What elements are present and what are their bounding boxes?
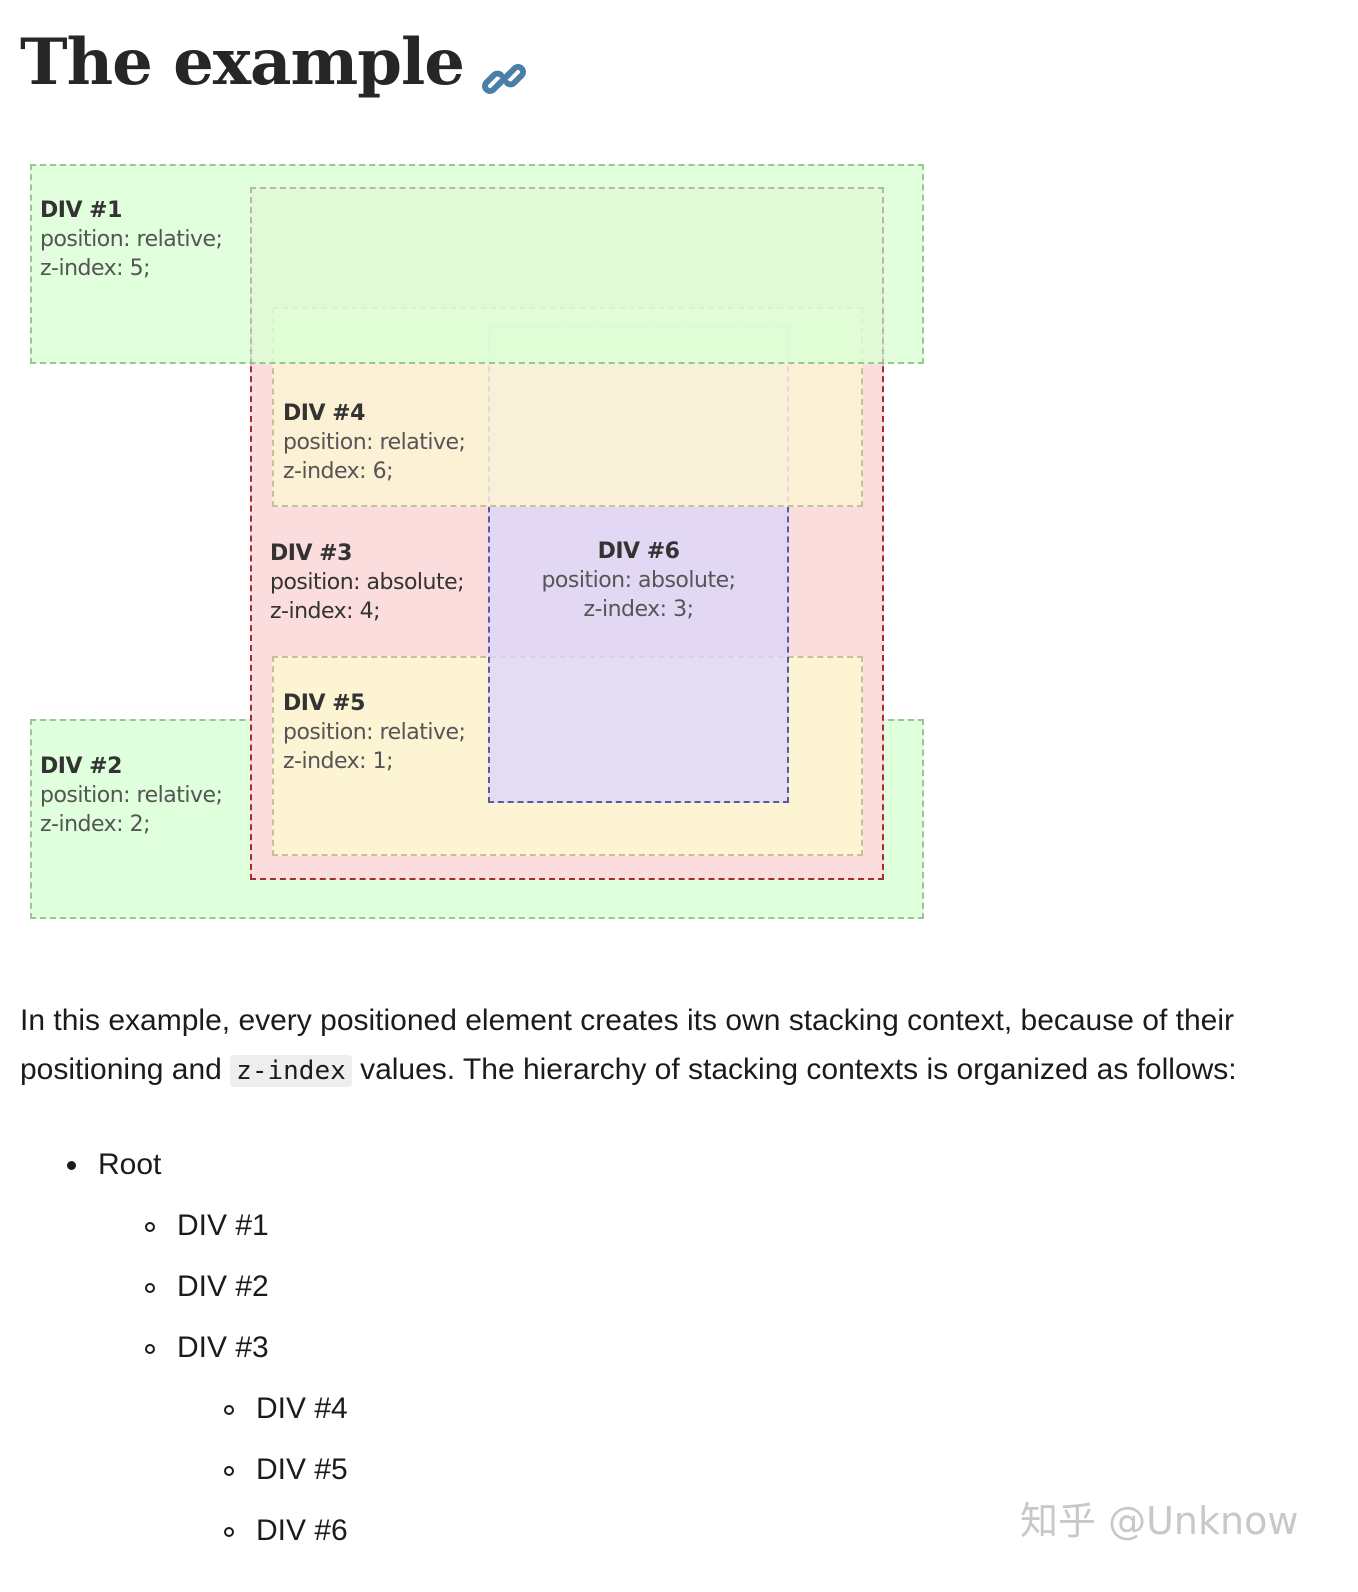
div1-box (30, 164, 924, 364)
bullet-circle-icon (145, 1344, 155, 1354)
paragraph-text-1: In this example, every positioned elemen… (20, 1004, 1234, 1086)
div5-label: DIV #5 position: relative; z-index: 1; (283, 689, 466, 776)
div4-position: position: relative; (283, 430, 466, 455)
div3-title: DIV #3 (270, 541, 352, 566)
div5-position: position: relative; (283, 720, 466, 745)
list-item-root: Root (98, 1148, 162, 1181)
page-title-text: The example (20, 25, 465, 100)
anchor-link[interactable] (482, 45, 526, 95)
bullet-circle-icon (224, 1405, 234, 1415)
list-item-div2: DIV #2 (177, 1270, 269, 1303)
bullet-circle-icon (145, 1222, 155, 1232)
div1-label: DIV #1 position: relative; z-index: 5; (40, 196, 223, 283)
bullet-circle-icon (224, 1527, 234, 1537)
div5-zindex: z-index: 1; (283, 749, 394, 774)
div2-position: position: relative; (40, 783, 223, 808)
div3-position: position: absolute; (270, 570, 465, 595)
div4-zindex: z-index: 6; (283, 459, 394, 484)
div6-position: position: absolute; (541, 568, 736, 593)
div6-zindex: z-index: 3; (583, 597, 695, 622)
stacking-diagram: DIV #1 position: relative; z-index: 5; D… (30, 164, 924, 919)
bullet-circle-icon (224, 1466, 234, 1476)
div6-label: DIV #6 position: absolute; z-index: 3; (488, 537, 789, 624)
div2-title: DIV #2 (40, 754, 122, 779)
div1-title: DIV #1 (40, 198, 122, 223)
description-paragraph: In this example, every positioned elemen… (20, 996, 1340, 1096)
div1-zindex: z-index: 5; (40, 256, 151, 281)
list-item-div3: DIV #3 (177, 1331, 269, 1364)
div4-label: DIV #4 position: relative; z-index: 6; (283, 399, 466, 486)
div2-label: DIV #2 position: relative; z-index: 2; (40, 752, 223, 839)
link-icon (482, 64, 526, 95)
list-item-div1: DIV #1 (177, 1209, 269, 1242)
div3-outline-overlay (250, 187, 884, 365)
div4-title: DIV #4 (283, 401, 365, 426)
div3-zindex: z-index: 4; (270, 599, 381, 624)
paragraph-text-2: values. The hierarchy of stacking contex… (351, 1053, 1237, 1086)
div2-zindex: z-index: 2; (40, 812, 151, 837)
page-title: The example (20, 25, 526, 100)
div6-title: DIV #6 (597, 539, 680, 564)
list-item-div5: DIV #5 (256, 1453, 348, 1486)
list-item-div6: DIV #6 (256, 1514, 348, 1547)
div1-position: position: relative; (40, 227, 223, 252)
watermark: 知乎 @Unknow (1020, 1499, 1299, 1543)
bullet-circle-icon (145, 1283, 155, 1293)
div3-label: DIV #3 position: absolute; z-index: 4; (270, 539, 465, 626)
bullet-disc-icon (67, 1161, 76, 1170)
div5-title: DIV #5 (283, 691, 365, 716)
zindex-code: z-index (230, 1055, 352, 1087)
list-item-div4: DIV #4 (256, 1392, 348, 1425)
